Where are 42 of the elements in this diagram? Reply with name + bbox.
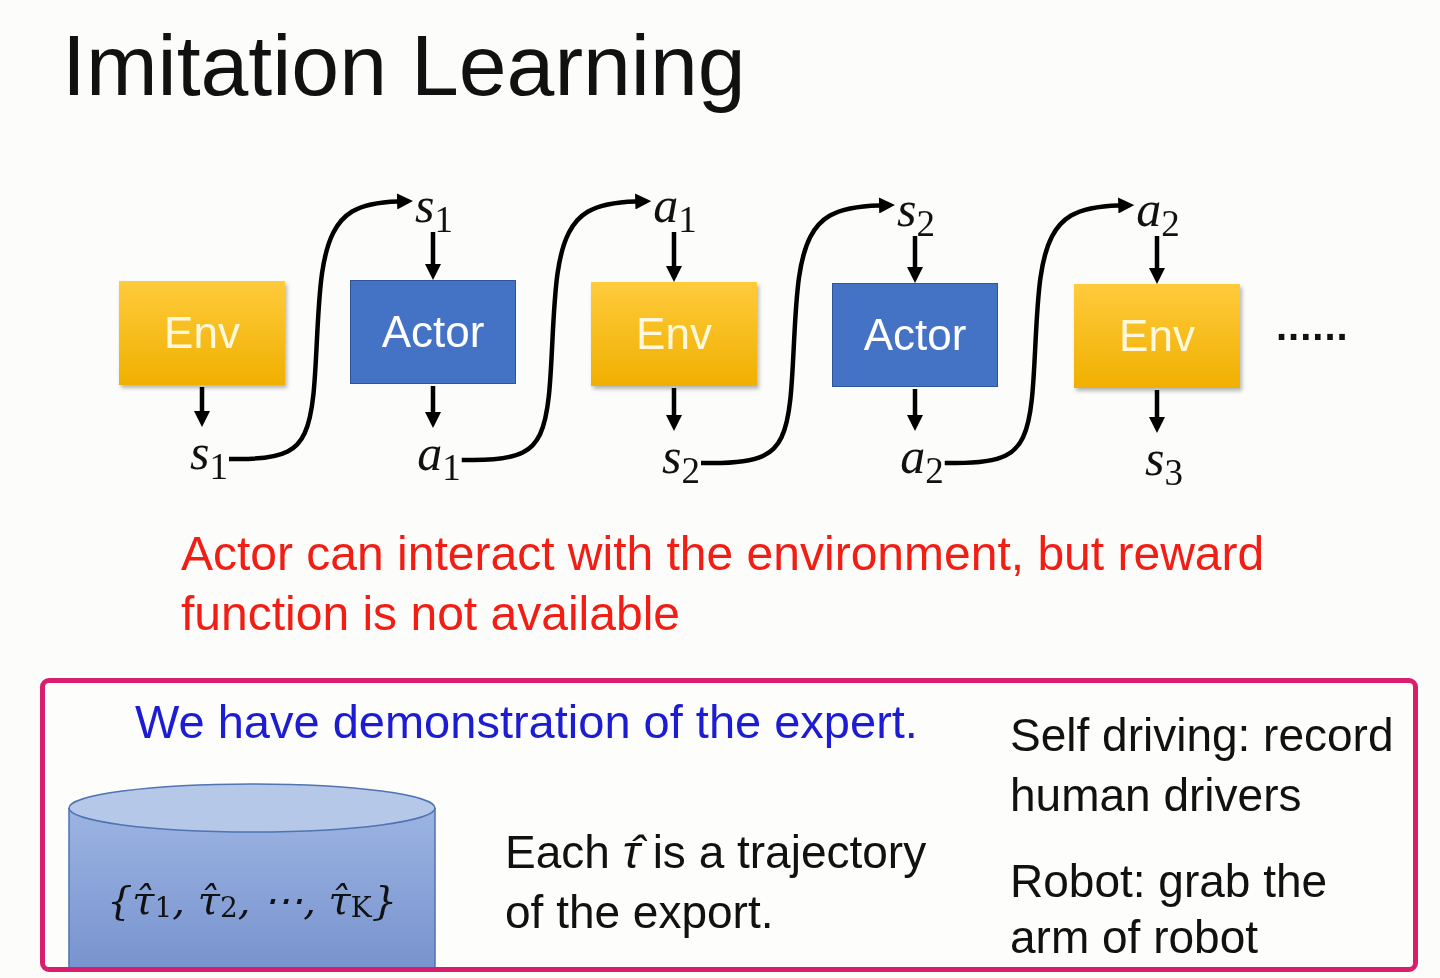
arrow [907, 236, 923, 283]
box-label: Actor [381, 307, 485, 357]
caption-text: Each τ̂ is a trajectory of the export. [505, 825, 928, 940]
curved-arrow [701, 197, 895, 466]
arrow [425, 232, 441, 280]
highlight-panel [40, 678, 1418, 972]
heading-text: We have demonstration of the expert. [135, 694, 919, 750]
curved-arrow [944, 197, 1135, 466]
note-text: Self driving: record human drivers [1010, 708, 1395, 823]
arrow [1149, 390, 1165, 433]
database-cylinder [68, 783, 436, 967]
note-text: Robot: grab the arm of robot [1010, 854, 1329, 965]
process-box [350, 280, 516, 384]
process-box [591, 282, 757, 386]
math-label: s$_{3}$ [1145, 433, 1183, 483]
box-label: Env [1119, 311, 1195, 361]
math-label: s$_{1}$ [415, 180, 453, 230]
slide-title: Imitation Learning [62, 16, 746, 115]
math-label: a$_{2}$ [1136, 184, 1180, 234]
ellipsis-text: ...... [1276, 306, 1349, 346]
box-label: Env [636, 309, 712, 359]
arrow [907, 389, 923, 431]
arrow [194, 387, 210, 427]
arrow [666, 388, 682, 431]
math-label: a$_{1}$ [417, 428, 461, 478]
math-label: s$_{2}$ [897, 184, 935, 234]
process-box [119, 281, 285, 385]
curved-arrow [461, 193, 652, 463]
curved-arrow [229, 193, 413, 462]
note-text: Actor can interact with the environment, but reward function is not available [181, 526, 1266, 642]
set-notation: {τ̂$_{1}$, τ̂$_{2}$, ⋯, τ̂$_{K}$} [105, 876, 399, 927]
box-label: Actor [863, 310, 967, 360]
process-box [832, 283, 998, 387]
math-label: s$_{1}$ [190, 427, 228, 477]
math-label: s$_{2}$ [662, 431, 700, 481]
box-label: Env [164, 308, 240, 358]
arrow [1149, 236, 1165, 284]
process-box [1074, 284, 1240, 388]
arrow [666, 232, 682, 282]
arrow [425, 386, 441, 428]
math-label: a$_{1}$ [653, 180, 697, 230]
math-label: a$_{2}$ [900, 431, 944, 481]
